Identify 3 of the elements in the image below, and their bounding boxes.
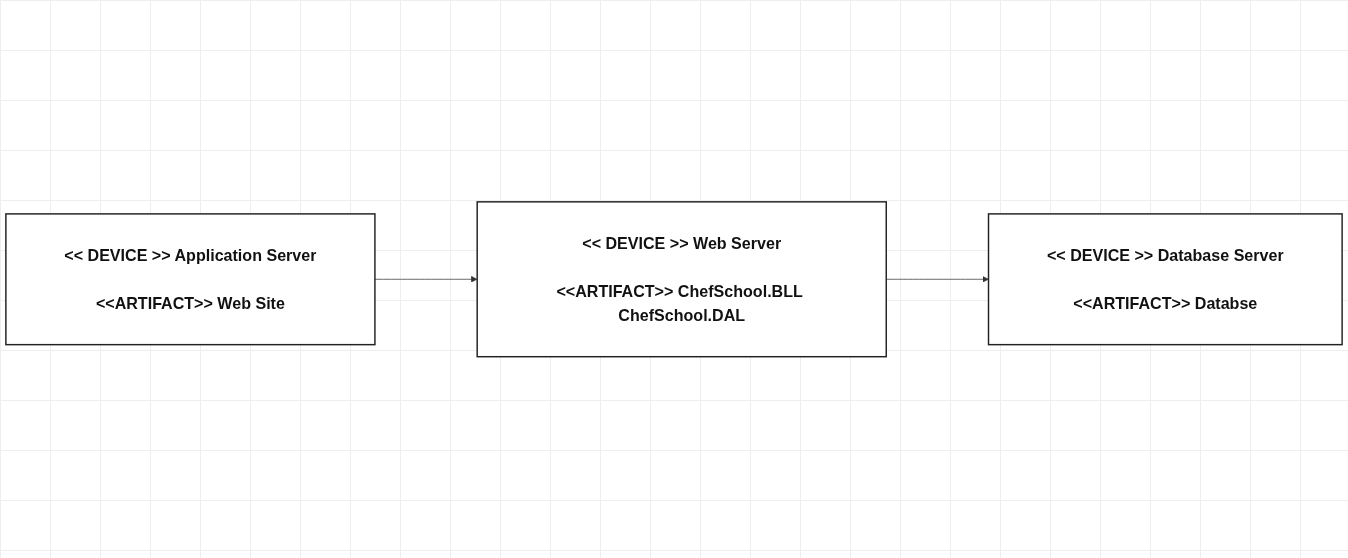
- node-box: << DEVICE >> Application Server <<ARTIFACT>> Web Site: [5, 212, 376, 346]
- node-box: << DEVICE >> Database Server <<ARTIFACT>> Databse: [987, 212, 1343, 346]
- node-box: << DEVICE >> Web Server <<ARTIFACT>> ChefSchool.BLL ChefSchool.DAL: [476, 200, 887, 358]
